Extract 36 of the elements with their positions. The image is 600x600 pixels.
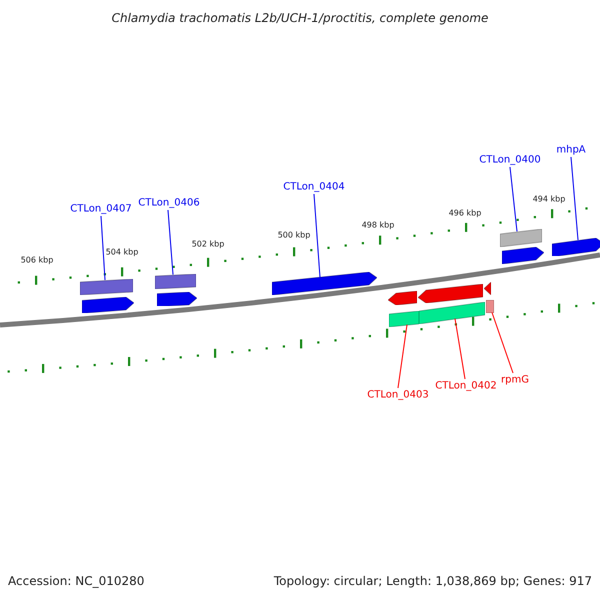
- leader-line: [510, 166, 518, 232]
- leader-line: [314, 194, 320, 278]
- leader-line: [492, 312, 514, 374]
- gene-feature: [389, 310, 419, 326]
- leader-line: [100, 216, 106, 281]
- gene-label: CTLon_0406: [138, 198, 200, 208]
- tick-label: 502 kbp: [192, 240, 224, 248]
- gene-label: CTLon_0407: [70, 204, 132, 214]
- tick-label: 506 kbp: [20, 256, 54, 264]
- tick-label: 496 kbp: [448, 208, 482, 218]
- gene-label: CTLon_0402: [435, 380, 497, 392]
- genome-summary: Topology: circular; Length: 1,038,869 bp; Genes: 917: [274, 574, 592, 588]
- gene-label: CTLon_0404: [283, 182, 345, 192]
- tick-label: 504 kbp: [106, 248, 138, 256]
- leader-line: [570, 156, 578, 240]
- gene-feature: [155, 274, 196, 288]
- leader-line: [398, 324, 408, 388]
- tick-label: 500 kbp: [278, 230, 310, 240]
- gene-label: CTLon_0403: [367, 390, 429, 400]
- cds-feature: [272, 272, 377, 296]
- gene-label: rpmG: [501, 374, 529, 386]
- gene-label: mhpA: [556, 144, 586, 156]
- leader-line: [168, 210, 174, 276]
- gene-label: CTLon_0400: [479, 154, 541, 166]
- cds-feature: [552, 238, 600, 256]
- tick-label: 498 kbp: [362, 220, 394, 230]
- gene-feature: [500, 228, 542, 246]
- cds-feature: [82, 297, 134, 314]
- gene-feature: [80, 278, 133, 294]
- tick-label: 494 kbp: [532, 194, 566, 204]
- cds-feature: [502, 247, 544, 264]
- leader-line: [454, 318, 466, 380]
- title: Chlamydia trachomatis L2b/UCH-1/proctitis, complete genome: [112, 11, 488, 25]
- cds-feature: [388, 291, 417, 306]
- accession-text: Accession: NC_010280: [8, 574, 144, 588]
- cds-feature: [157, 292, 197, 306]
